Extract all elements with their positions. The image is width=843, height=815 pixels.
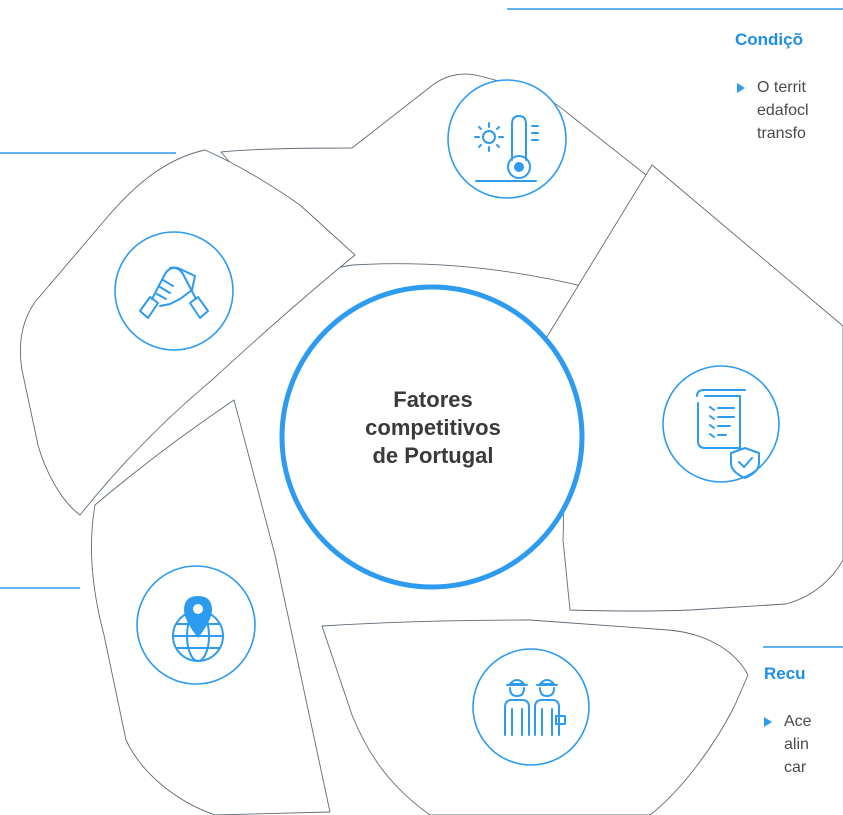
handshake-icon <box>114 231 234 351</box>
bullet-line: O territ <box>757 79 806 96</box>
bullet-triangle-icon <box>737 83 745 93</box>
location-globe-icon <box>136 565 256 685</box>
center-title: Fatores competitivos de Portugal <box>342 386 524 470</box>
center-title-line-3: de Portugal <box>372 443 494 468</box>
bullet-line: transfo <box>757 125 806 142</box>
bullet-line: car <box>784 759 807 776</box>
heading-top-right: Condiçõ <box>735 30 803 49</box>
center-title-line-1: Fatores <box>393 387 473 412</box>
bullet-line: alin <box>784 736 809 753</box>
center-circle <box>279 284 585 590</box>
bullet-line: Ace <box>784 713 812 730</box>
bullet-triangle-icon <box>764 717 772 727</box>
bullet-top-right: O territ edafocl transfo <box>737 76 809 145</box>
workers-icon <box>472 648 590 766</box>
climate-thermometer-icon <box>447 79 567 199</box>
compliance-document-icon <box>662 365 780 483</box>
bullet-bottom-right: Ace alin car <box>764 710 812 779</box>
heading-bottom-right: Recu <box>764 664 806 683</box>
center-title-line-2: competitivos <box>365 415 501 440</box>
bullet-line: edafocl <box>757 102 809 119</box>
